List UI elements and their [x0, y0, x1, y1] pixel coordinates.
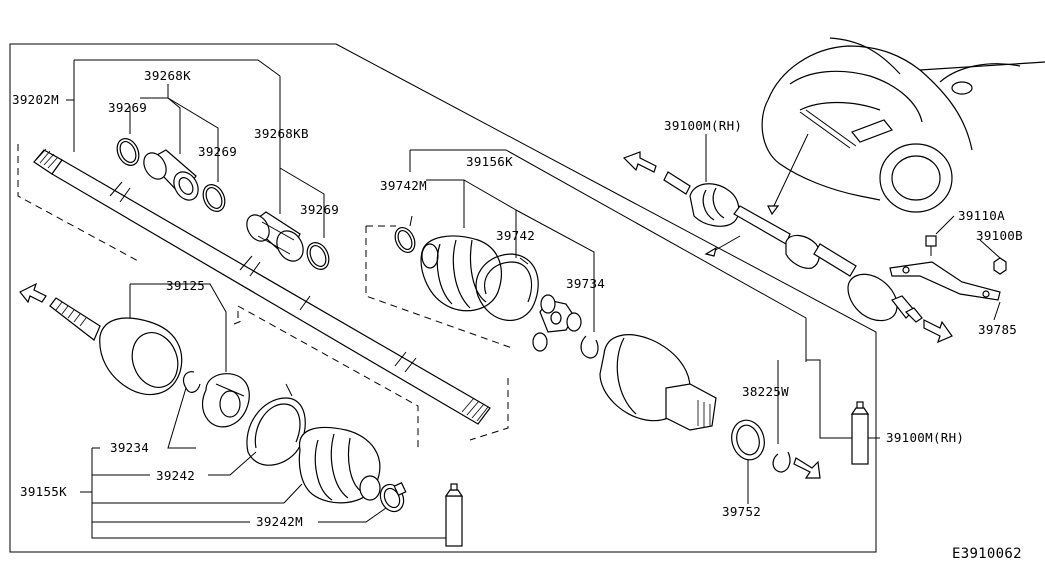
- part-labels: 39202M 39268K 39269 39269 39268KB 39269 …: [12, 68, 1023, 562]
- right-arrow-icon-lower: [793, 457, 821, 479]
- inner-shaft: [17, 144, 509, 441]
- inner-race-39125: [201, 373, 250, 428]
- clamp-39742M: [394, 215, 416, 253]
- leader-lines-left: [66, 59, 325, 238]
- label-39269-a: 39269: [108, 100, 147, 115]
- label-39100B: 39100B: [976, 228, 1023, 243]
- housing-joint-inner: [599, 334, 717, 431]
- boot-39242M: [298, 426, 381, 504]
- label-39100M-rh-right: 39100M(RH): [886, 430, 964, 445]
- label-39234: 39234: [110, 440, 149, 455]
- assembly-frame: [9, 43, 877, 553]
- leader-top-right: [705, 134, 1001, 321]
- label-38225W: 38225W: [742, 384, 789, 399]
- right-arrow-icon-upper: [923, 319, 953, 344]
- clamp-39269-a: [116, 138, 140, 166]
- label-39155K: 39155K: [20, 484, 67, 499]
- leader-39156K: [409, 149, 807, 362]
- leader-39155K: [80, 387, 446, 539]
- clamp-39269-b: [202, 184, 226, 212]
- diagram-code: E3910062: [952, 546, 1022, 562]
- circlip-38225W: [772, 451, 791, 473]
- label-39156K: 39156K: [466, 154, 513, 169]
- label-39242M: 39242M: [256, 514, 303, 529]
- damper-39268KB: [246, 211, 304, 262]
- assembled-drive-shaft: [663, 171, 923, 323]
- label-39125: 39125: [166, 278, 205, 293]
- tripod-39734-spider: [532, 294, 582, 352]
- bolt-39110A: [925, 235, 937, 256]
- label-39268KB: 39268KB: [254, 126, 309, 141]
- label-39268K: 39268K: [144, 68, 191, 83]
- snap-ring-39734: [580, 335, 599, 359]
- outer-joint-39155K: [49, 297, 183, 396]
- label-39269-b: 39269: [198, 144, 237, 159]
- boot-band-39242: [246, 383, 306, 466]
- label-39242: 39242: [156, 468, 195, 483]
- clamp-39242M: [379, 481, 407, 513]
- label-39734: 39734: [566, 276, 605, 291]
- label-39269-c: 39269: [300, 202, 339, 217]
- snap-ring-39234: [182, 371, 201, 393]
- label-39100M-rh-top: 39100M(RH): [664, 118, 742, 133]
- label-39202M: 39202M: [12, 92, 59, 107]
- label-39742: 39742: [496, 228, 535, 243]
- clamp-39269-c: [306, 242, 330, 270]
- leader-right-group: [747, 359, 880, 504]
- damper-39268K: [143, 149, 199, 201]
- boot-band-39742: [475, 253, 539, 321]
- nut-39100B: [993, 257, 1007, 275]
- dust-seal-39752: [731, 419, 765, 461]
- label-39752: 39752: [722, 504, 761, 519]
- leader-39125: [129, 283, 227, 372]
- label-39742M: 39742M: [380, 178, 427, 193]
- bracket-39785: [889, 261, 1001, 301]
- boot-39156K: [420, 235, 502, 312]
- label-39785: 39785: [978, 322, 1017, 337]
- left-arrow-icon-upper: [622, 151, 657, 173]
- left-arrow-icon: [19, 282, 47, 304]
- label-39110A: 39110A: [958, 208, 1005, 223]
- grease-tube-left: [444, 483, 464, 547]
- car-front-view: [761, 37, 1045, 213]
- grease-tube-right: [850, 401, 870, 465]
